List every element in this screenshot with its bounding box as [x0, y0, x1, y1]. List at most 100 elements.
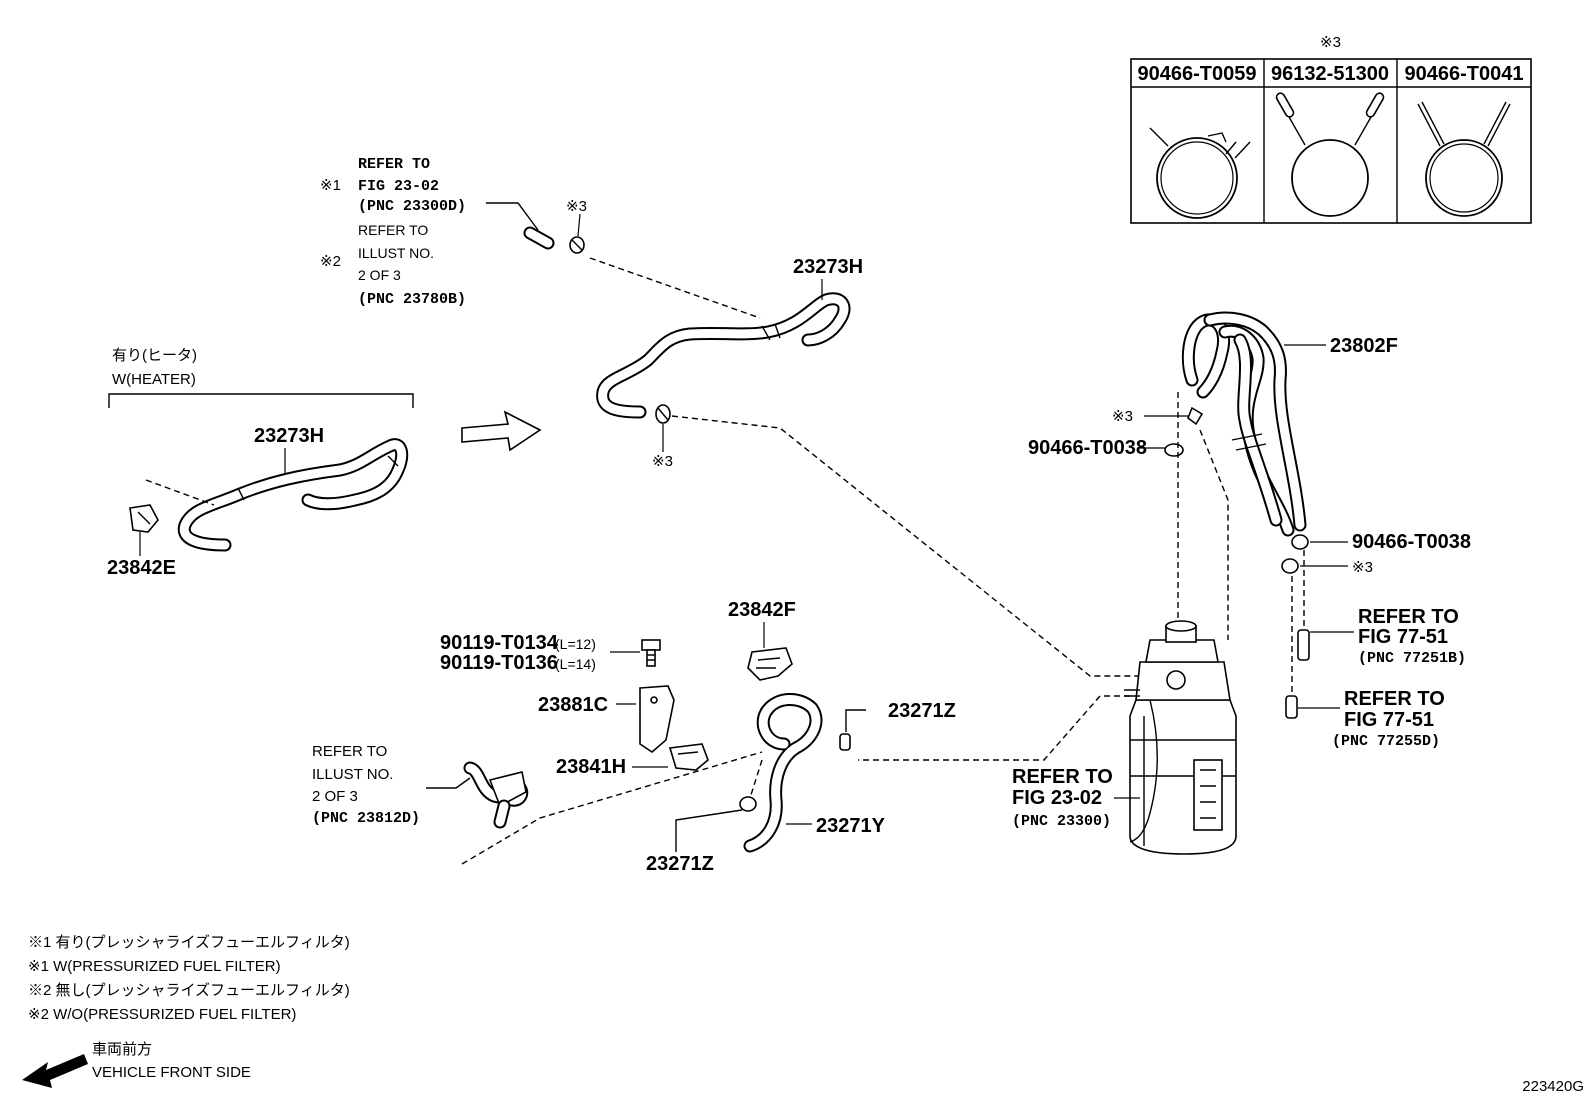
svg-text:2 OF 3: 2 OF 3 — [312, 788, 358, 805]
bracket-23881c — [639, 685, 675, 754]
svg-text:FIG 23-02: FIG 23-02 — [358, 178, 439, 195]
dashed-leader — [1199, 429, 1229, 640]
pipe-23812d — [463, 761, 529, 829]
note-1: ※1 REFER TO FIG 23-02 (PNC 23300D) — [320, 156, 466, 215]
svg-text:FIG 77-51: FIG 77-51 — [1358, 626, 1448, 648]
ref-77255d: REFER TO FIG 77-51 (PNC 77255D) — [1298, 688, 1445, 750]
clamp-mark-top: ※3 — [566, 198, 587, 254]
figure-code: 223420G — [1522, 1078, 1584, 1095]
svg-text:(PNC 23300): (PNC 23300) — [1012, 813, 1111, 830]
legend-line-1: ※1 有り(プレッシャライズフューエルフィルタ) — [28, 934, 350, 951]
legend: ※1 有り(プレッシャライズフューエルフィルタ) ※1 W(PRESSURIZE… — [28, 934, 350, 1023]
svg-text:FIG 23-02: FIG 23-02 — [1012, 787, 1102, 809]
label-23271z-b: 23271Z — [646, 853, 714, 875]
svg-text:※2: ※2 — [320, 253, 341, 270]
dashed-leader — [671, 415, 1140, 677]
legend-line-4: ※2 W/O(PRESSURIZED FUEL FILTER) — [28, 1006, 296, 1023]
svg-text:REFER TO: REFER TO — [358, 222, 428, 238]
hose-23273h-heater — [177, 438, 409, 552]
label-23841h: 23841H — [556, 756, 626, 778]
svg-text:※3: ※3 — [1112, 408, 1133, 425]
svg-text:(PNC 23780B): (PNC 23780B) — [358, 291, 466, 308]
leader-23271z-a — [845, 709, 866, 732]
clamp-col-3: 90466-T0041 — [1405, 63, 1524, 85]
ref-illust-23812d: REFER TO ILLUST NO. 2 OF 3 (PNC 23812D) — [312, 743, 471, 827]
pipe-end-77251b — [1297, 629, 1310, 661]
clamp-23271z-a-icon — [839, 733, 851, 751]
clamp-mark-main: ※3 — [652, 404, 673, 470]
svg-text:(PNC 23812D): (PNC 23812D) — [312, 810, 420, 827]
svg-text:ILLUST NO.: ILLUST NO. — [312, 766, 393, 783]
svg-text:(PNC 77255D): (PNC 77255D) — [1332, 733, 1440, 750]
label-90119-t0134-len: (L=12) — [555, 636, 596, 652]
svg-text:REFER TO: REFER TO — [1344, 688, 1445, 710]
note-1-leader — [486, 202, 539, 231]
clamp-mark-right-top: ※3 — [1112, 406, 1204, 426]
hose-23273h-main — [596, 292, 851, 419]
clamp-table-marker: ※3 — [1320, 34, 1341, 51]
legend-line-2: ※1 W(PRESSURIZED FUEL FILTER) — [28, 958, 281, 975]
clip-23841h — [668, 743, 709, 771]
fuel-filter-23300 — [1124, 620, 1237, 855]
label-90466-t0038-b: 90466-T0038 — [1352, 531, 1471, 553]
label-90119-t0136-len: (L=14) — [555, 656, 596, 672]
svg-text:※1: ※1 — [320, 177, 341, 194]
front-arrow-icon — [22, 1054, 88, 1088]
hose-end-stub — [523, 226, 555, 250]
front-direction: 車両前方 VEHICLE FRONT SIDE — [22, 1041, 251, 1088]
pipe-end-77255d — [1285, 695, 1298, 719]
hose-23802f — [1181, 311, 1307, 537]
label-23271z-a: 23271Z — [888, 700, 956, 722]
label-90466-t0038-a: 90466-T0038 — [1028, 437, 1147, 459]
svg-text:※3: ※3 — [652, 453, 673, 470]
clamp-90466-t0041-icon — [1417, 101, 1511, 217]
label-23273h-heater: 23273H — [254, 425, 324, 447]
leader-23271z-b — [675, 809, 743, 852]
clip-23842f — [747, 647, 793, 681]
svg-text:REFER TO: REFER TO — [1012, 766, 1113, 788]
svg-text:ILLUST NO.: ILLUST NO. — [358, 245, 434, 261]
dashed-leader — [749, 759, 763, 799]
clamp-mark-right-mid: ※3 — [1281, 558, 1373, 576]
arrow-right-icon — [461, 410, 542, 452]
svg-text:REFER TO: REFER TO — [358, 156, 430, 173]
svg-text:REFER TO: REFER TO — [312, 743, 387, 760]
legend-line-3: ※2 無し(プレッシャライズフューエルフィルタ) — [28, 982, 350, 999]
label-90119-t0136: 90119-T0136 — [440, 652, 558, 674]
label-90119-t0134: 90119-T0134 — [440, 632, 559, 654]
clamp-col-2: 96132-51300 — [1271, 63, 1389, 85]
label-23842f: 23842F — [728, 599, 796, 621]
heater-group-label: 有り(ヒータ) W(HEATER) — [108, 347, 414, 408]
svg-text:(PNC 77251B): (PNC 77251B) — [1358, 650, 1466, 667]
clamp-90466-t0059-icon — [1149, 127, 1251, 219]
label-23881c: 23881C — [538, 694, 608, 716]
clamp-23271z-b-icon — [739, 796, 757, 812]
clip-23842e — [129, 504, 159, 533]
label-23802f: 23802F — [1330, 335, 1398, 357]
dashed-leader — [589, 257, 761, 319]
svg-text:(PNC 23300D): (PNC 23300D) — [358, 198, 466, 215]
front-label-en: VEHICLE FRONT SIDE — [92, 1064, 251, 1081]
bolt-90119-icon — [641, 639, 661, 667]
svg-text:※3: ※3 — [566, 198, 587, 215]
label-23271y: 23271Y — [816, 815, 886, 837]
hose-23271y — [743, 693, 823, 853]
ref-77251b: REFER TO FIG 77-51 (PNC 77251B) — [1310, 606, 1466, 667]
svg-text:REFER TO: REFER TO — [1358, 606, 1459, 628]
dashed-leader — [858, 695, 1130, 761]
svg-text:2 OF 3: 2 OF 3 — [358, 267, 401, 283]
note-2: ※2 REFER TO ILLUST NO. 2 OF 3 (PNC 23780… — [320, 222, 466, 308]
clamp-96132-51300-icon — [1275, 92, 1385, 217]
label-23273h-main: 23273H — [793, 256, 863, 278]
ref-fig-23300: REFER TO FIG 23-02 (PNC 23300) — [1012, 766, 1140, 830]
svg-text:FIG 77-51: FIG 77-51 — [1344, 709, 1434, 731]
clamp-col-1: 90466-T0059 — [1138, 63, 1257, 85]
front-label-jp: 車両前方 — [92, 1041, 152, 1058]
clamp-90466-t0038-b-icon — [1291, 534, 1309, 550]
clamp-90466-t0038-a-icon — [1164, 443, 1184, 457]
clamp-table: ※3 90466-T0059 96132-51300 90466-T0041 — [1130, 34, 1532, 224]
dashed-leader — [145, 479, 215, 506]
dashed-leader — [461, 751, 763, 865]
svg-text:W(HEATER): W(HEATER) — [112, 371, 196, 388]
label-23842e: 23842E — [107, 557, 176, 579]
